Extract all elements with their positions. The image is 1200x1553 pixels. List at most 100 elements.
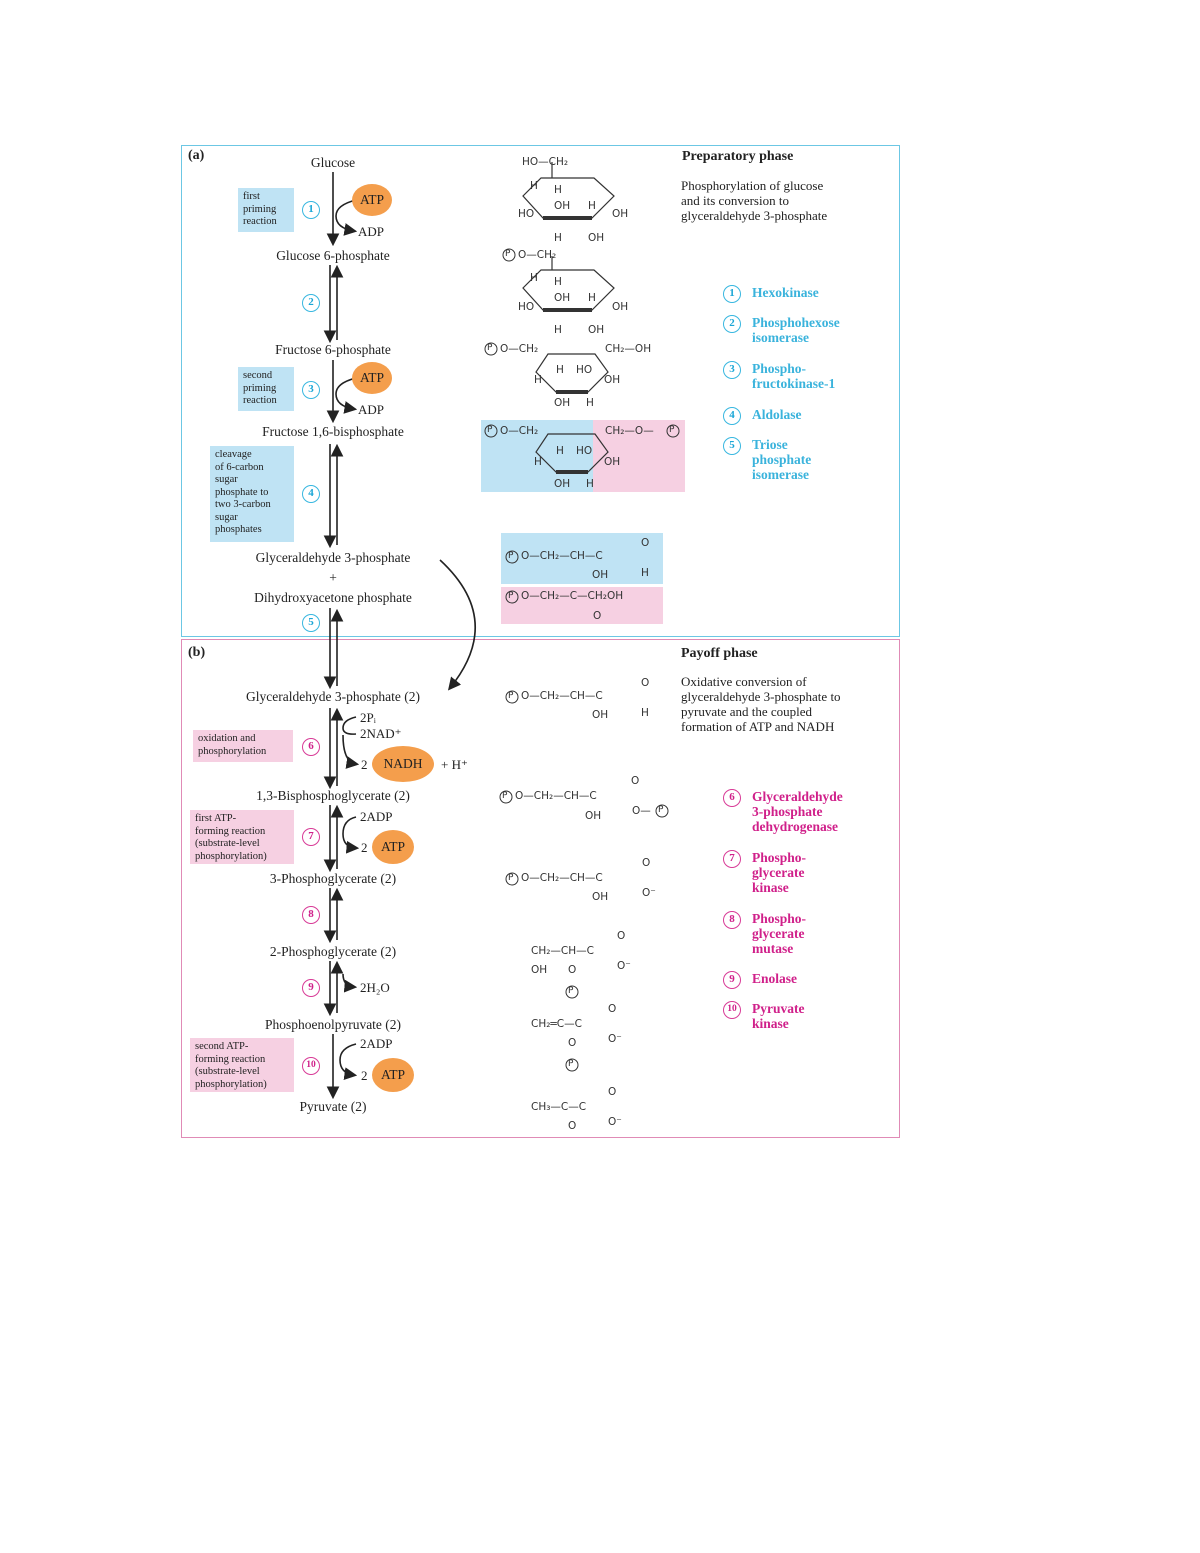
glucose-oh2: OH bbox=[612, 208, 629, 220]
phosphate-icon bbox=[499, 790, 513, 804]
enzyme-2-marker: 2 bbox=[723, 315, 741, 333]
pyruvate-o-keto: O bbox=[568, 1120, 577, 1132]
phosphate-label: P bbox=[658, 805, 664, 815]
phosphate-icon bbox=[505, 550, 519, 564]
gap-o: O bbox=[641, 537, 650, 549]
metabolite-phosphoenolpyruvate: Phosphoenolpyruvate (2) bbox=[264, 1017, 402, 1032]
glucose-h1: H bbox=[530, 180, 538, 192]
metabolite-glyceraldehyde-3-phosphate: Glyceraldehyde 3-phosphate bbox=[255, 550, 411, 565]
fbp-oh1: OH bbox=[604, 456, 621, 468]
adp-input-10: 2ADP bbox=[360, 1036, 393, 1051]
pg2-chain: CH₂—CH—C bbox=[531, 945, 594, 957]
atp-count-10: 2 bbox=[361, 1068, 368, 1083]
adp-output-3: ADP bbox=[358, 402, 385, 417]
glucose-h3: H bbox=[588, 200, 596, 212]
phosphate-label: P bbox=[508, 591, 514, 601]
phosphate-icon bbox=[484, 342, 498, 356]
step-4-marker: 4 bbox=[302, 485, 320, 503]
pg3-chain: O—CH₂—CH—C bbox=[521, 872, 603, 884]
enzyme-6-marker: 6 bbox=[723, 789, 741, 807]
f6p-right-group: CH₂—OH bbox=[605, 343, 652, 355]
bpg-o: O bbox=[631, 775, 640, 787]
gap2-o: O bbox=[641, 677, 650, 689]
phosphate-input: 2Pᵢ bbox=[360, 710, 376, 725]
phosphate-icon bbox=[505, 690, 519, 704]
pi-nad-branch bbox=[342, 716, 357, 735]
fbp-h2: H bbox=[534, 456, 542, 468]
note-second-atp-forming: second ATP-forming reaction(substrate-le… bbox=[190, 1038, 294, 1092]
bpg-chain: O—CH₂—CH—C bbox=[515, 790, 597, 802]
phosphate-label: P bbox=[487, 425, 493, 435]
fbp-h3: H bbox=[586, 478, 594, 490]
g6p-h4: H bbox=[554, 324, 562, 336]
metabolite-glyceraldehyde-3-phosphate-2: Glyceraldehyde 3-phosphate (2) bbox=[246, 689, 420, 704]
pg3-o-minus: O⁻ bbox=[642, 887, 656, 899]
atp-input-1: ATP bbox=[352, 184, 392, 216]
fbp-ho: HO bbox=[576, 445, 593, 457]
pep-chain: CH₂═C—C bbox=[531, 1018, 582, 1030]
f6p-h3: H bbox=[586, 397, 594, 409]
atp-branch-7 bbox=[342, 816, 360, 854]
g6p-oh1: OH bbox=[554, 292, 571, 304]
metabolite-fructose-1-6-bisphosphate: Fructose 1,6-bisphosphate bbox=[262, 424, 404, 439]
note-first-atp-forming: first ATP-forming reaction(substrate-lev… bbox=[190, 810, 294, 864]
glucose-h4: H bbox=[554, 232, 562, 244]
fbp-oh2: OH bbox=[554, 478, 571, 490]
enzyme-3-marker: 3 bbox=[723, 361, 741, 379]
payoff-phase-title: Payoff phase bbox=[681, 646, 758, 661]
gap2-chain: O—CH₂—CH—C bbox=[521, 690, 603, 702]
arrow-gap-carryover bbox=[439, 559, 477, 691]
f6p-ring bbox=[535, 353, 609, 393]
dhap-highlight bbox=[501, 587, 663, 624]
atp-input-3: ATP bbox=[352, 362, 392, 394]
pg2-o-minus: O⁻ bbox=[617, 960, 631, 972]
metabolite-glucose-6-phosphate: Glucose 6-phosphate bbox=[276, 248, 390, 263]
g6p-h1: H bbox=[530, 272, 538, 284]
pep-o-minus: O⁻ bbox=[608, 1033, 622, 1045]
metabolite-glucose: Glucose bbox=[310, 155, 356, 170]
step-2-marker: 2 bbox=[302, 294, 320, 312]
adp-input-7: 2ADP bbox=[360, 809, 393, 824]
atp-output-10: ATP bbox=[372, 1058, 414, 1092]
enzyme-aldolase: 4 Aldolase bbox=[723, 407, 802, 425]
preparatory-phase-panel bbox=[181, 145, 900, 637]
atp-branch-10 bbox=[339, 1043, 358, 1080]
plus-sign: + bbox=[329, 570, 337, 585]
step-8-marker: 8 bbox=[302, 906, 320, 924]
f6p-left-group: O—CH₂ bbox=[500, 343, 539, 355]
enzyme-8-marker: 8 bbox=[723, 911, 741, 929]
atp-count-7: 2 bbox=[361, 840, 368, 855]
gap2-h: H bbox=[641, 707, 649, 719]
pyruvate-o: O bbox=[608, 1086, 617, 1098]
phosphate-icon bbox=[565, 1058, 579, 1072]
pep-o-bridge: O bbox=[568, 1037, 577, 1049]
phosphate-icon bbox=[505, 872, 519, 886]
pep-o: O bbox=[608, 1003, 617, 1015]
step-5-marker: 5 bbox=[302, 614, 320, 632]
phosphate-label: P bbox=[669, 425, 675, 435]
bpg-o-link: O— bbox=[632, 805, 651, 817]
phosphate-icon bbox=[502, 248, 516, 262]
glucose-ho: HO bbox=[518, 208, 535, 220]
metabolite-dihydroxyacetone-phosphate: Dihydroxyacetone phosphate bbox=[254, 590, 412, 605]
phosphate-icon bbox=[666, 424, 680, 438]
f6p-h2: H bbox=[534, 374, 542, 386]
atp-branch-3 bbox=[335, 377, 358, 414]
pyruvate-o-minus: O⁻ bbox=[608, 1116, 622, 1128]
step-9-marker: 9 bbox=[302, 979, 320, 997]
gap-chain: O—CH₂—CH—C bbox=[521, 550, 603, 562]
dhap-chain: O—CH₂—C—CH₂OH bbox=[521, 590, 624, 602]
nadh-output: NADH bbox=[372, 746, 434, 782]
metabolite-1-3-bisphosphoglycerate: 1,3-Bisphosphoglycerate (2) bbox=[256, 788, 410, 803]
enzyme-4-marker: 4 bbox=[723, 407, 741, 425]
